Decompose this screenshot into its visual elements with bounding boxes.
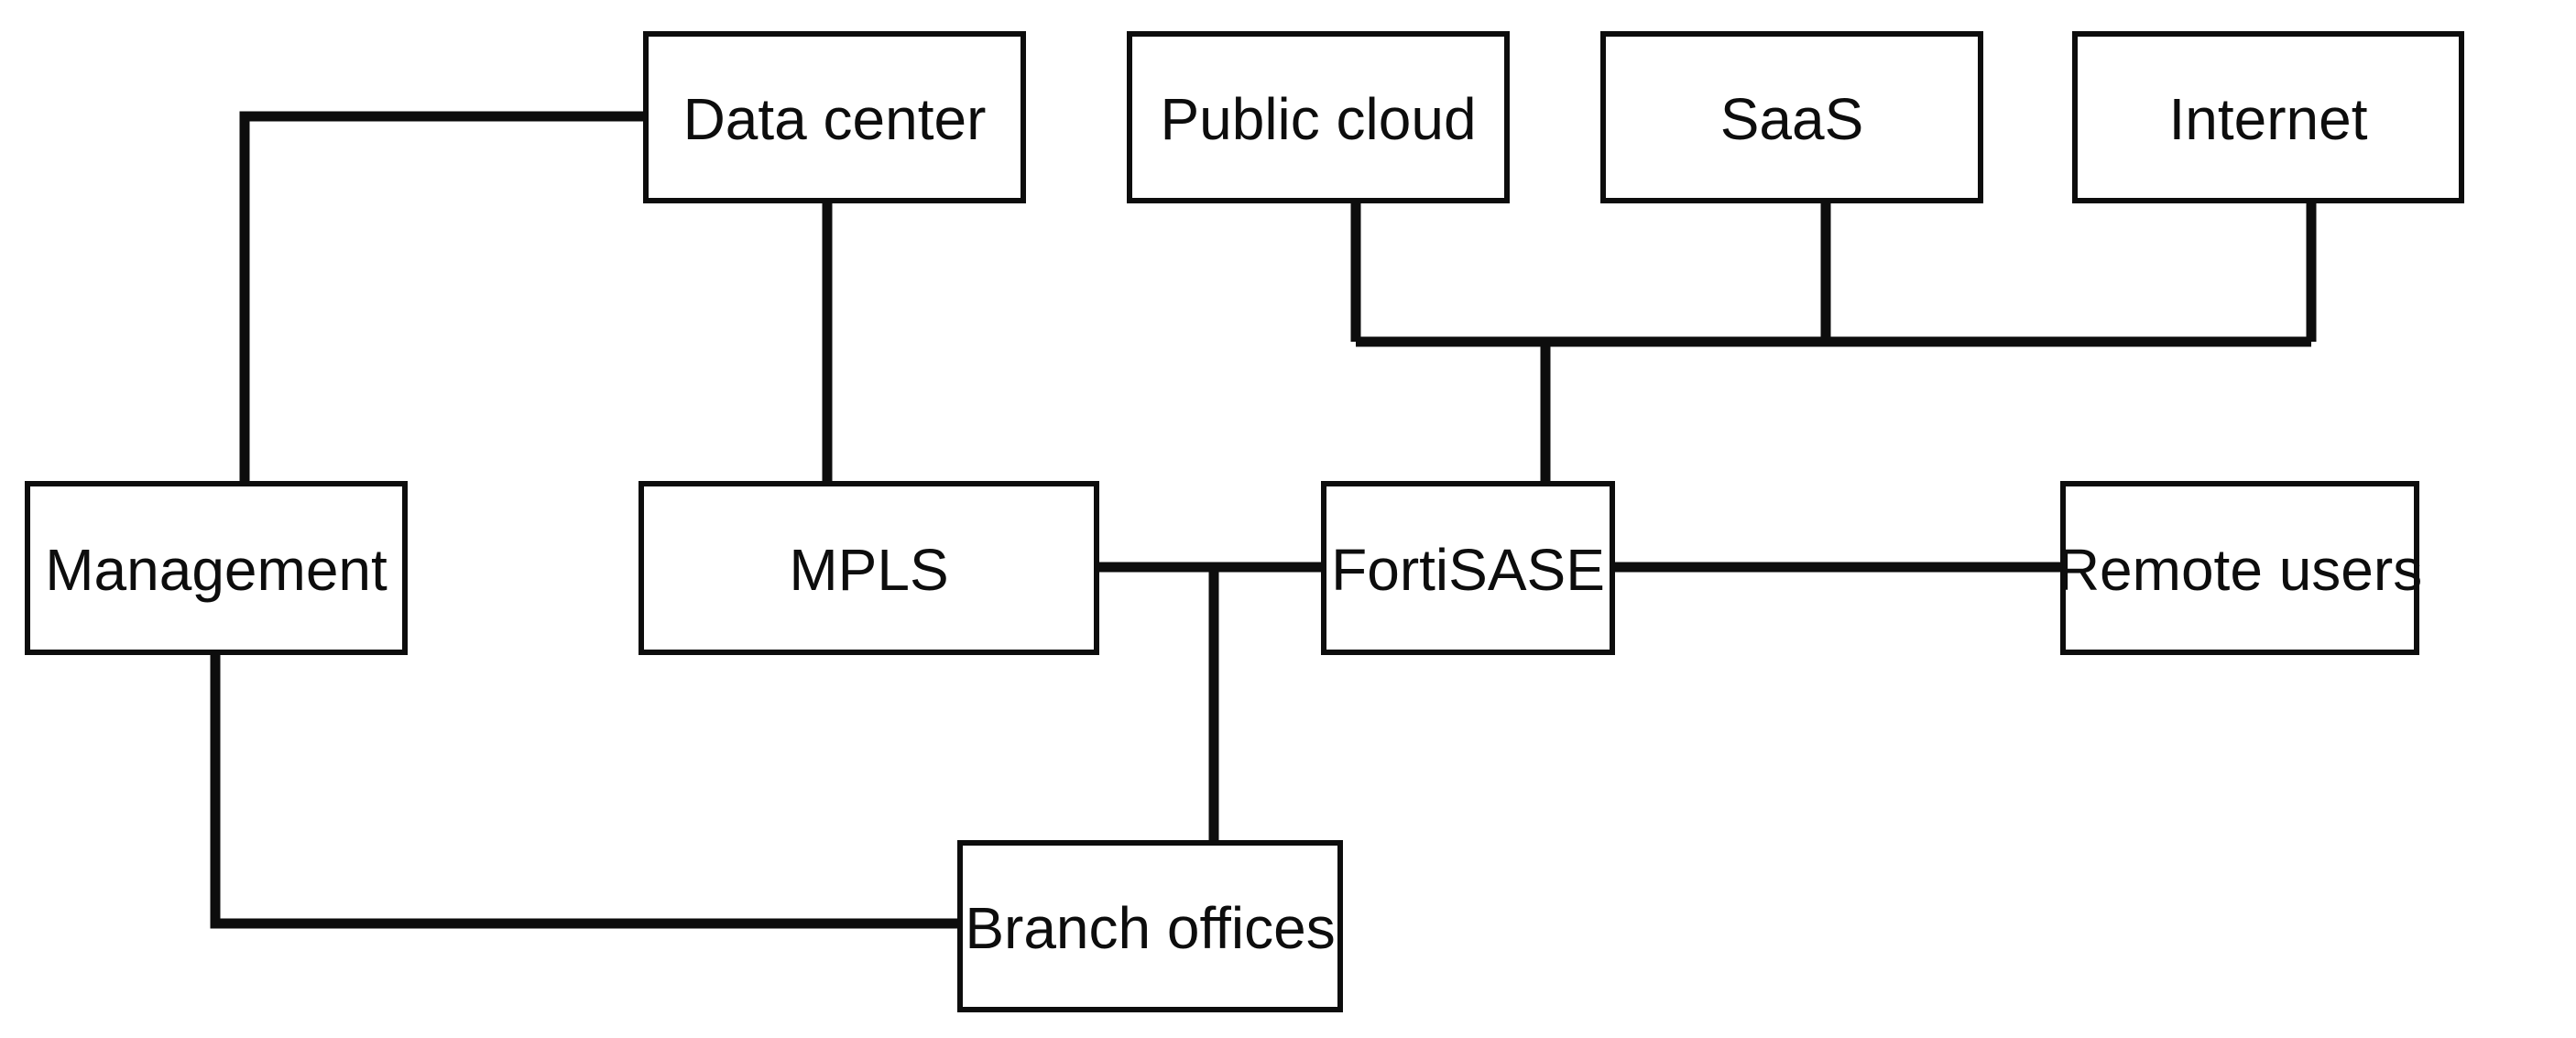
node-label-remote-users: Remote users <box>2058 537 2422 603</box>
node-label-management: Management <box>45 537 387 603</box>
node-box-management <box>25 481 408 655</box>
node-data-center[interactable]: Data center <box>643 31 1026 203</box>
node-label-public-cloud: Public cloud <box>1160 86 1476 152</box>
node-label-data-center: Data center <box>683 86 987 152</box>
node-box-branch-offices <box>957 840 1343 1012</box>
connector-management-data-center <box>239 111 646 484</box>
node-label-mpls: MPLS <box>789 537 948 603</box>
node-label-branch-offices: Branch offices <box>965 895 1335 961</box>
node-box-public-cloud <box>1127 31 1510 203</box>
node-saas[interactable]: SaaS <box>1600 31 1983 203</box>
node-box-mpls <box>639 481 1099 655</box>
node-branch-offices[interactable]: Branch offices <box>957 840 1343 1012</box>
connector-management-branch-offices <box>210 652 960 929</box>
connector-layer <box>210 111 2317 929</box>
node-fortisase[interactable]: FortiSASE <box>1321 481 1615 655</box>
node-remote-users[interactable]: Remote users <box>2058 481 2422 655</box>
node-box-internet <box>2072 31 2464 203</box>
node-mpls[interactable]: MPLS <box>639 481 1099 655</box>
node-box-saas <box>1600 31 1983 203</box>
node-box-remote-users <box>2060 481 2419 655</box>
node-management[interactable]: Management <box>25 481 408 655</box>
node-layer: Data center Public cloud SaaS InternetManag… <box>25 31 2464 1012</box>
node-label-saas: SaaS <box>1720 86 1864 152</box>
node-box-data-center <box>643 31 1026 203</box>
node-internet[interactable]: Internet <box>2072 31 2464 203</box>
node-box-fortisase <box>1321 481 1615 655</box>
node-public-cloud[interactable]: Public cloud <box>1127 31 1510 203</box>
node-label-fortisase: FortiSASE <box>1331 537 1605 603</box>
node-label-internet: Internet <box>2168 86 2367 152</box>
